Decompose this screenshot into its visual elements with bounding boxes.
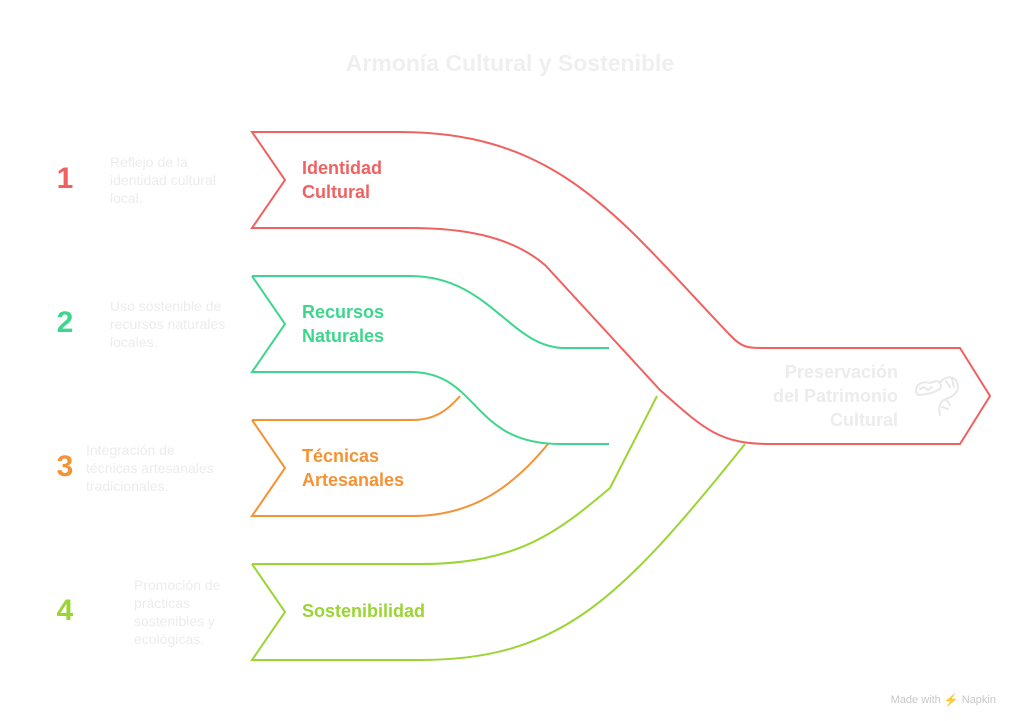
step-number-4: 4 <box>56 594 74 627</box>
description-line: Reflejo de la <box>110 154 188 170</box>
description-line: identidad cultural <box>110 172 216 188</box>
target-line: Cultural <box>829 410 898 430</box>
step-label-4: Sostenibilidad <box>302 599 425 623</box>
flow-band-identidad <box>250 131 992 445</box>
target-line: Preservación <box>784 362 898 382</box>
step-number-2: 2 <box>56 306 74 339</box>
description-line: sostenibles y <box>134 613 215 629</box>
label-line: Naturales <box>302 326 385 346</box>
flow-band-tecnicas <box>250 395 549 517</box>
target-line: del Patrimonio <box>772 386 898 406</box>
label-line: Recursos <box>302 302 385 322</box>
step-label-1: Identidad Cultural <box>302 156 382 204</box>
napkin-brand-text: Napkin <box>961 694 996 706</box>
description-line: Promoción de <box>134 577 221 593</box>
label-line: Artesanales <box>302 470 405 490</box>
step-description-1: Reflejo de la identidad cultural local. <box>110 153 216 207</box>
dragon-icon <box>915 376 959 416</box>
label-line: Identidad <box>302 158 382 178</box>
description-line: técnicas artesanales <box>86 460 214 476</box>
description-line: Integración de <box>86 442 175 458</box>
description-line: tradicionales. <box>86 478 169 494</box>
label-line: Técnicas <box>302 446 380 466</box>
label-line: Sostenibilidad <box>302 601 426 621</box>
step-description-4: Promoción de prácticas sostenibles y eco… <box>134 576 220 648</box>
description-line: local. <box>110 190 143 206</box>
step-label-2: Recursos Naturales <box>302 300 384 348</box>
flow-band-recursos <box>250 275 609 445</box>
napkin-logo-icon: ⚡ <box>943 693 959 707</box>
target-label: Preservación del Patrimonio Cultural <box>738 360 898 432</box>
step-number-3: 3 <box>56 450 74 483</box>
step-description-2: Uso sostenible de recursos naturales loc… <box>110 297 225 351</box>
description-line: Uso sostenible de <box>110 298 222 314</box>
description-line: prácticas <box>134 595 191 611</box>
label-line: Cultural <box>302 182 371 202</box>
made-with-text: Made with <box>890 694 941 706</box>
step-number-1: 1 <box>56 162 74 195</box>
footer-credit: Made with ⚡ Napkin <box>891 693 996 707</box>
description-line: ecológicas. <box>134 631 205 647</box>
description-line: recursos naturales <box>110 316 226 332</box>
step-label-3: Técnicas Artesanales <box>302 444 404 492</box>
flow-band-sostenibilidad <box>250 395 746 661</box>
description-line: locales. <box>110 334 158 350</box>
step-description-3: Integración de técnicas artesanales trad… <box>86 441 214 495</box>
diagram-title: Armonía Cultural y Sostenible <box>345 50 675 76</box>
